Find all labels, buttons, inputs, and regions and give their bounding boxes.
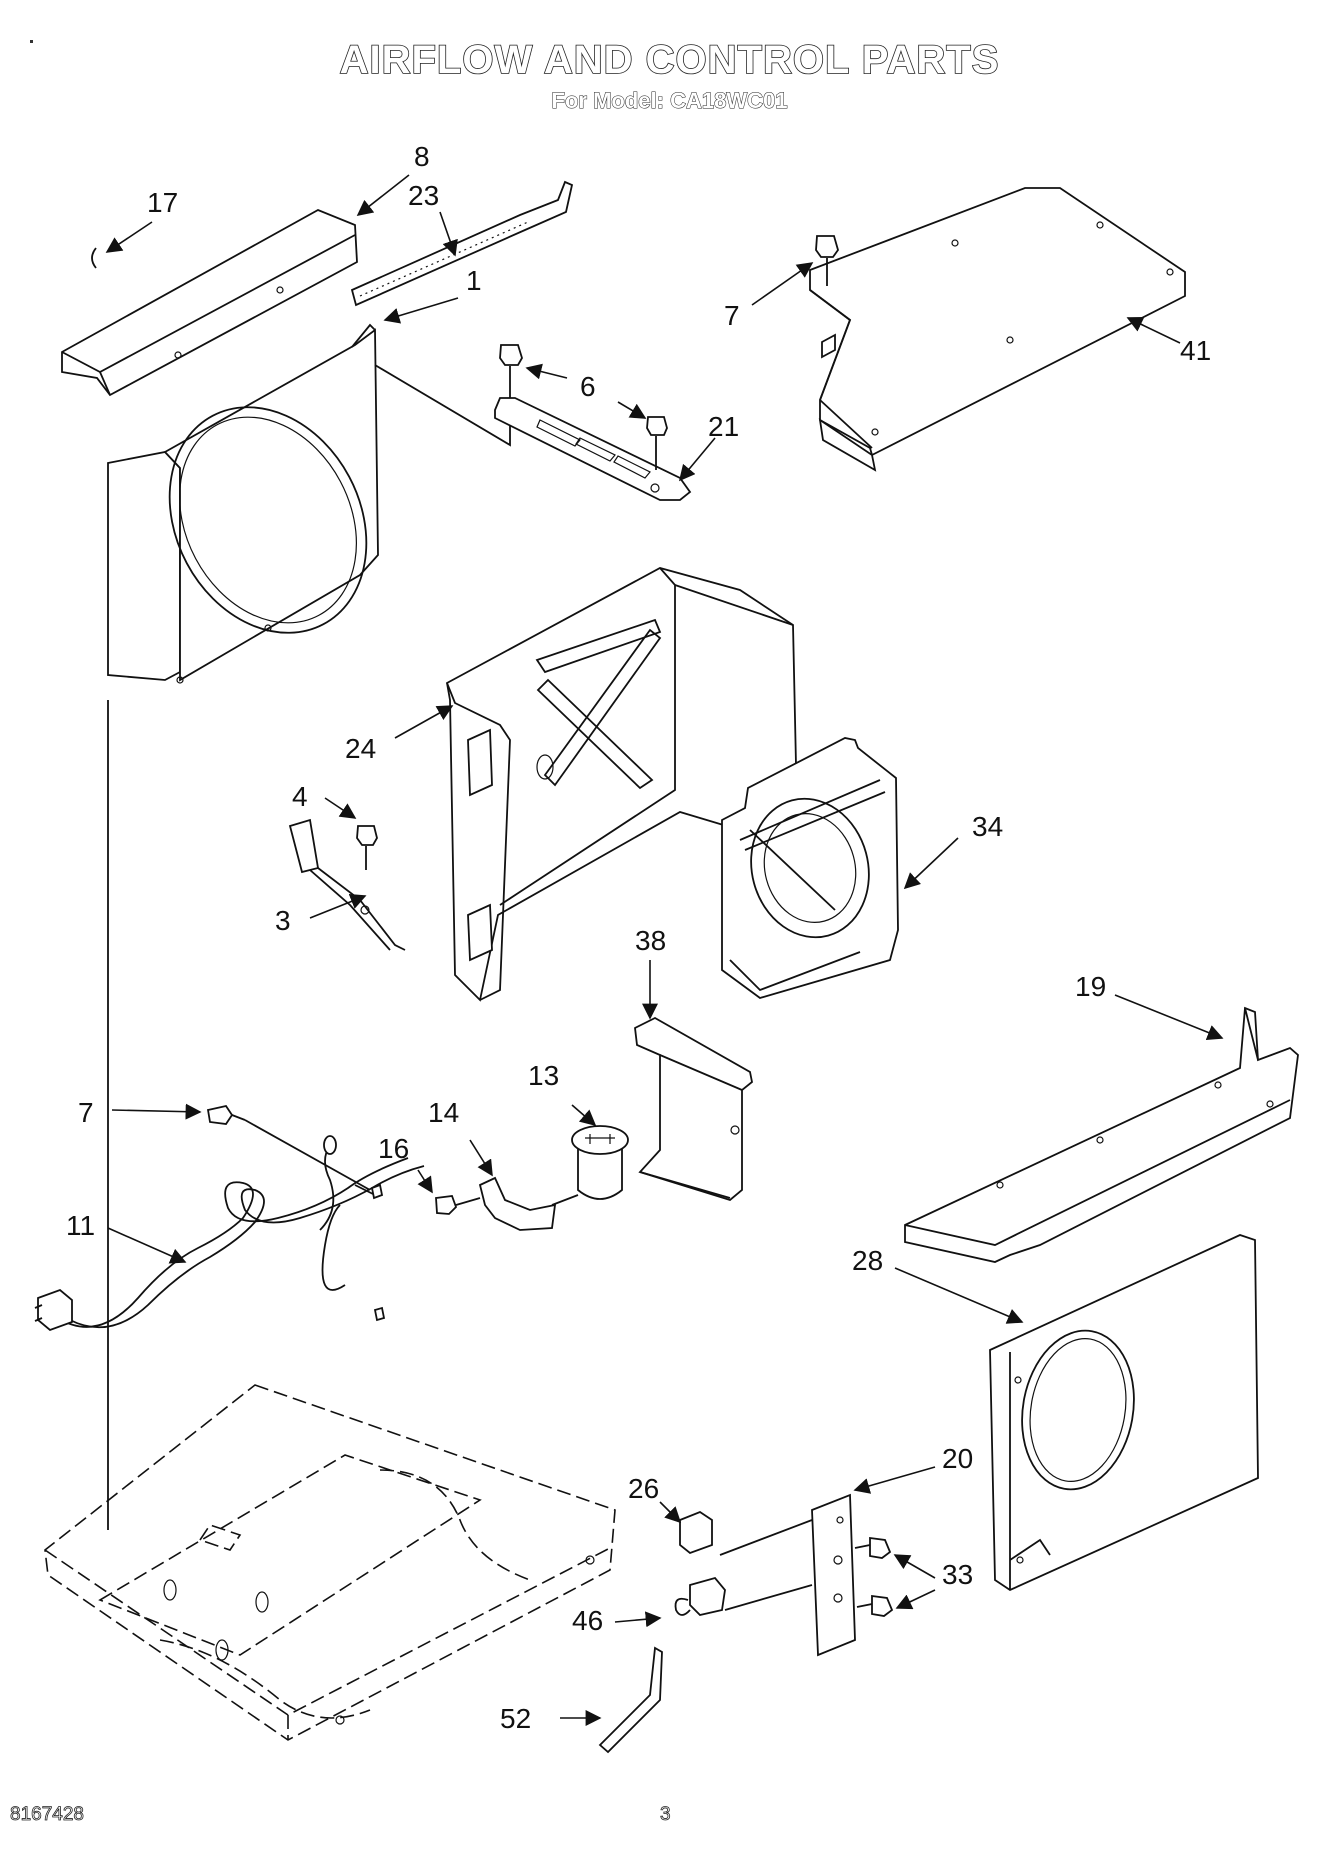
part-6-screw-a	[499, 344, 523, 398]
callout-14: 14	[428, 1097, 459, 1128]
part-28-rear-shroud	[989, 1234, 1259, 1592]
leader-lines	[105, 174, 1224, 1726]
callout-1: 1	[466, 265, 482, 296]
callout-34: 34	[972, 811, 1003, 842]
part-7-screw-top	[815, 235, 839, 286]
page-number: 3	[660, 1804, 671, 1826]
part-14-capacitor-strap	[478, 1176, 579, 1231]
callout-20: 20	[942, 1443, 973, 1474]
page-title: AIRFLOW AND CONTROL PARTS	[339, 37, 1000, 83]
part-3-bracket	[288, 818, 406, 951]
scan-mark	[30, 40, 33, 43]
callout-7-top: 7	[724, 300, 740, 331]
callout-23: 23	[408, 180, 439, 211]
callout-13: 13	[528, 1060, 559, 1091]
base-pan	[44, 1384, 616, 1741]
callout-17: 17	[147, 187, 178, 218]
callout-24: 24	[345, 733, 376, 764]
part-33-screw-b	[856, 1594, 894, 1617]
part-8-shroud-top	[61, 209, 358, 397]
part-38-control-bracket	[634, 1016, 753, 1202]
part-4-screw	[356, 825, 378, 870]
callout-7-cord: 7	[78, 1097, 94, 1128]
callout-41: 41	[1180, 335, 1211, 366]
part-19-panel	[904, 1006, 1299, 1263]
callout-28: 28	[852, 1245, 883, 1276]
part-23-gasket-strip	[350, 180, 574, 307]
callout-8: 8	[414, 141, 430, 172]
part-6-screw-b	[646, 416, 668, 470]
callout-33: 33	[942, 1559, 973, 1590]
part-52-tube	[598, 1646, 663, 1754]
callout-6: 6	[580, 371, 596, 402]
document-number: 8167428	[10, 1804, 85, 1826]
part-1-fan-shroud	[107, 323, 511, 684]
part-13-capacitor	[571, 1125, 629, 1200]
part-11-power-cord	[34, 1135, 425, 1332]
callout-19: 19	[1075, 971, 1106, 1002]
callout-38: 38	[635, 925, 666, 956]
callout-26: 26	[628, 1473, 659, 1504]
callout-4: 4	[292, 781, 308, 812]
part-33-screw-a	[854, 1536, 892, 1559]
callout-21: 21	[708, 411, 739, 442]
callout-16: 16	[378, 1133, 409, 1164]
part-46-thermostat	[674, 1576, 726, 1616]
part-20-control-plate	[719, 1493, 856, 1657]
part-21-mounting-bracket	[494, 397, 692, 501]
callout-3: 3	[275, 905, 291, 936]
part-16-screw	[435, 1195, 481, 1215]
callout-11: 11	[66, 1210, 95, 1241]
model-subtitle: For Model: CA18WC01	[551, 88, 788, 114]
part-26-switch	[679, 1510, 713, 1555]
callout-52: 52	[500, 1703, 531, 1734]
callout-46: 46	[572, 1605, 603, 1636]
part-41-top-panel	[809, 187, 1186, 472]
part-24-bulkhead	[446, 567, 797, 1002]
part-17-clip	[91, 247, 97, 269]
part-34-blower-scroll	[721, 737, 899, 999]
part-7-screw-cord	[206, 1104, 371, 1191]
